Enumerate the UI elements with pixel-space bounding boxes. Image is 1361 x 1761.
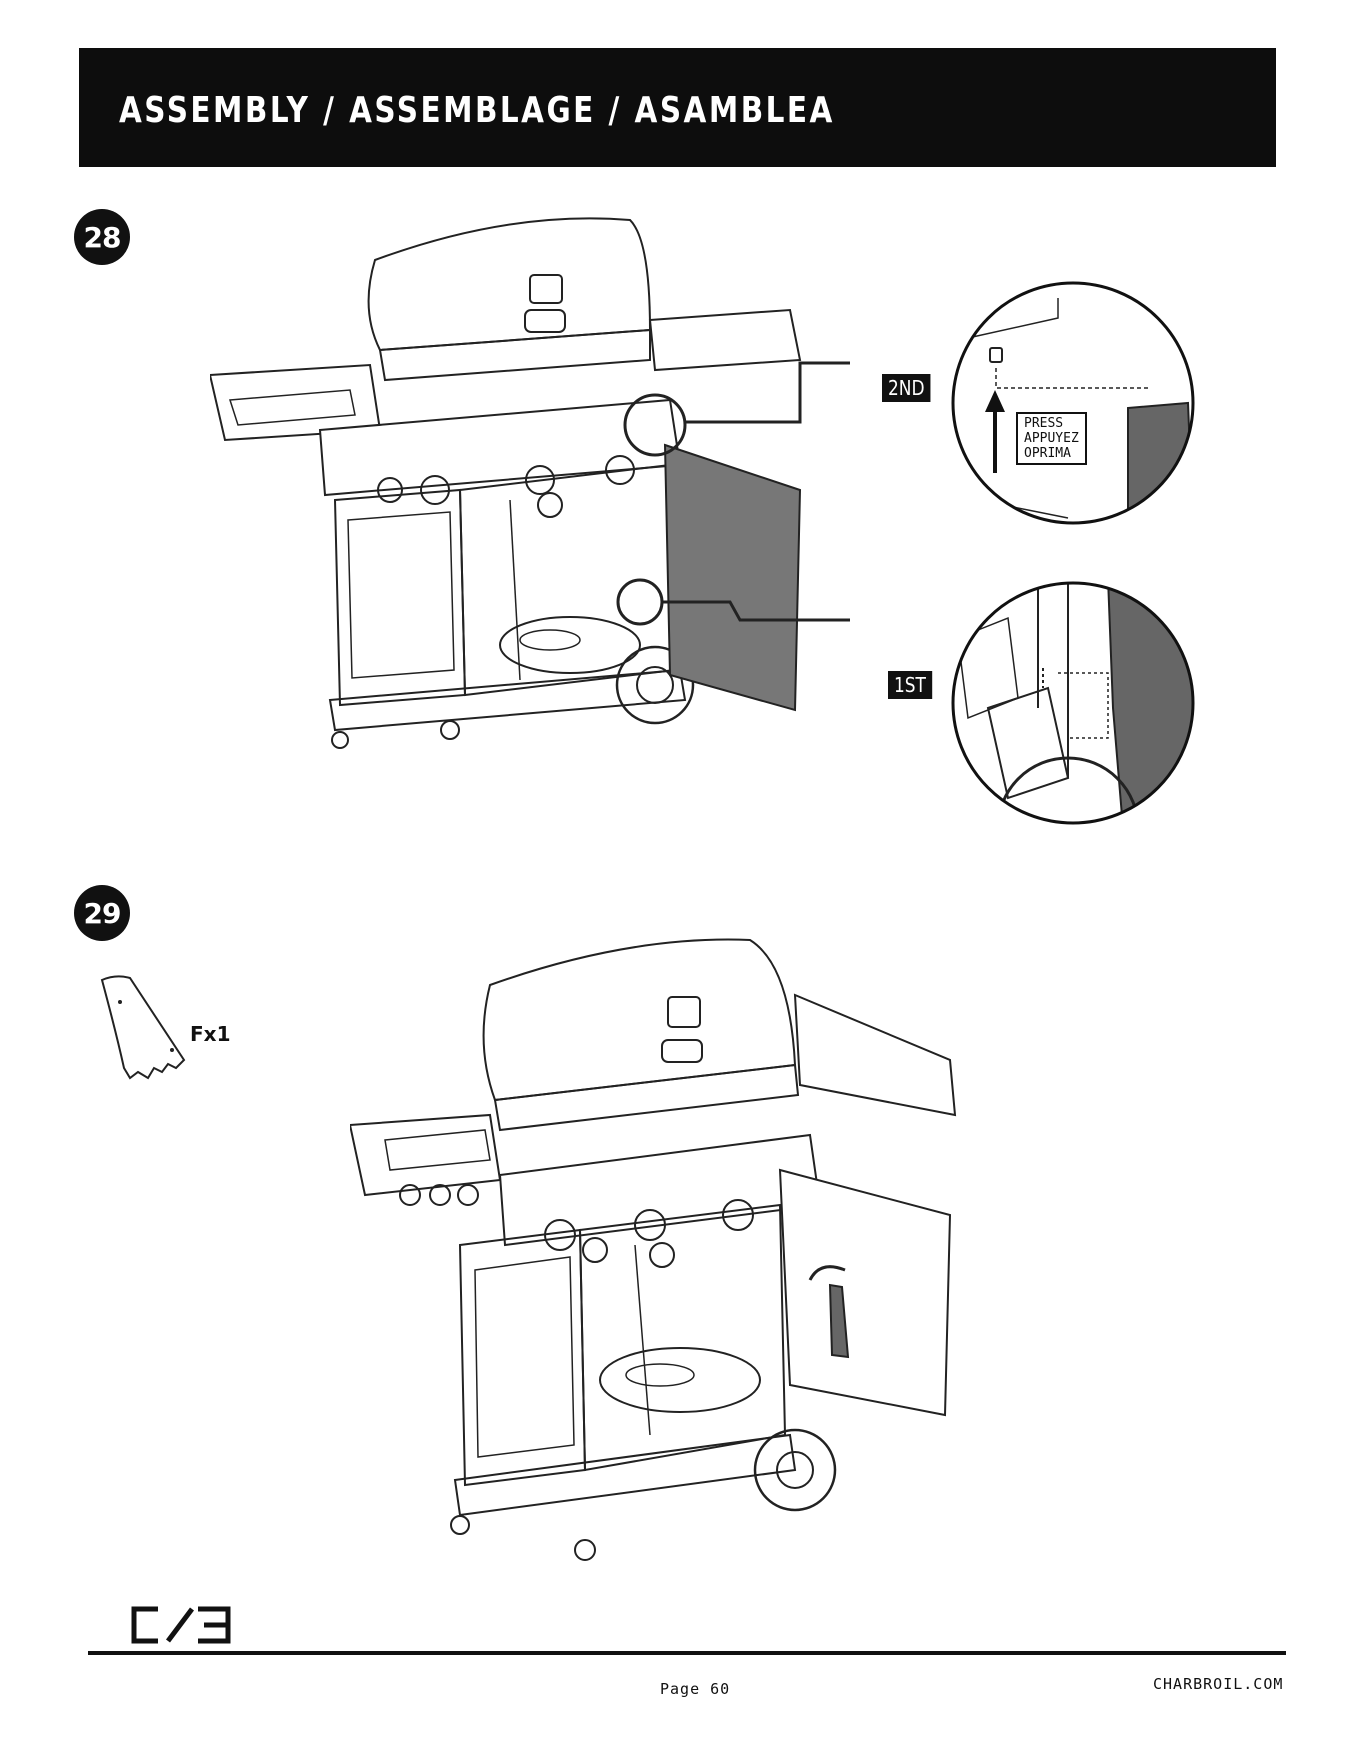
section-title: ASSEMBLY / ASSEMBLAGE / ASAMBLEA xyxy=(119,90,835,131)
press-label-box: PRESS APPUYEZ OPRIMA xyxy=(1016,412,1087,465)
zoom-circle-bottom xyxy=(948,578,1198,828)
step-badge-29: 29 xyxy=(74,885,130,941)
zoom-circle-top xyxy=(948,278,1198,528)
site-url[interactable]: CHARBROIL.COM xyxy=(1153,1675,1283,1693)
step-badge-28: 28 xyxy=(74,209,130,265)
callout-second: 2ND xyxy=(882,374,931,402)
press-label-fr: APPUYEZ xyxy=(1024,431,1079,446)
press-label-es: OPRIMA xyxy=(1024,446,1079,461)
step-29-illustration xyxy=(350,925,1050,1585)
footer-rule xyxy=(88,1651,1286,1655)
page-number: Page 60 xyxy=(660,1680,730,1698)
press-label-en: PRESS xyxy=(1024,416,1079,431)
grill-tool-part xyxy=(96,972,196,1102)
part-quantity: Fx1 xyxy=(190,1022,230,1046)
charbroil-logo xyxy=(130,1605,240,1645)
callout-first: 1ST xyxy=(888,671,932,699)
section-header: ASSEMBLY / ASSEMBLAGE / ASAMBLEA xyxy=(79,48,1276,167)
